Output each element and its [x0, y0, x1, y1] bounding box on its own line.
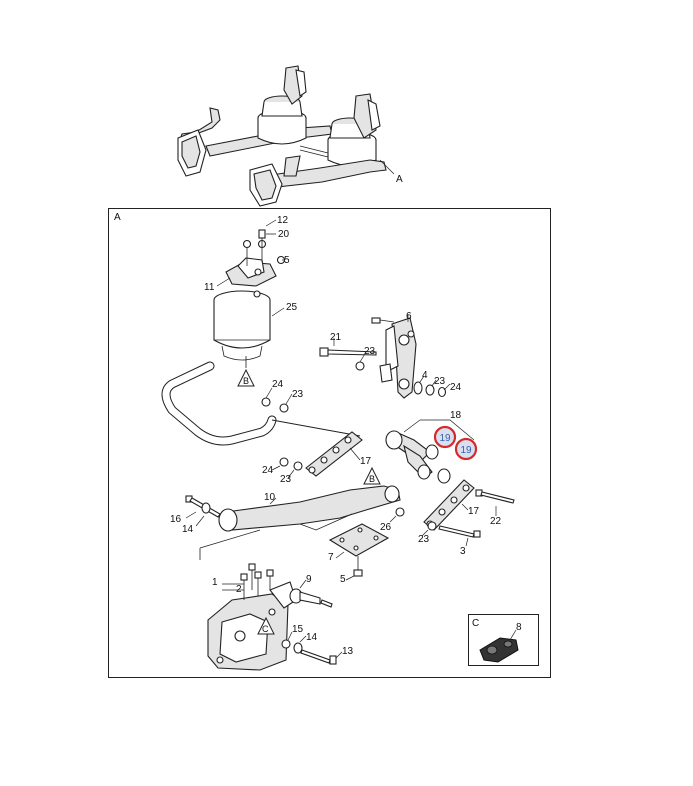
ref-label-b-lower: B	[369, 474, 375, 484]
callout-23-d: 23	[280, 474, 292, 485]
callout-5-b: 5	[340, 574, 346, 585]
highlight-19-a[interactable]: 19	[433, 425, 457, 449]
callout-21: 21	[330, 332, 342, 343]
callout-2: 2	[236, 584, 242, 595]
lower-control-arm-10	[218, 485, 401, 532]
bolt-22	[475, 489, 515, 504]
callout-24-a: 24	[450, 382, 462, 393]
overview-view-label: A	[396, 174, 403, 185]
callout-9: 9	[306, 574, 312, 585]
air-spring-25	[213, 290, 271, 361]
ref-triangle-b-upper	[237, 368, 255, 387]
bushing-stack-4	[413, 381, 447, 398]
inset-view-label: C	[472, 618, 479, 629]
inset-c-frame	[468, 614, 539, 666]
callout-22: 22	[490, 516, 502, 527]
callout-5-top: 5	[284, 255, 290, 266]
stabilizer-link-17-left	[305, 431, 363, 477]
bolt-16-washer-14	[185, 495, 221, 518]
hanger-bracket-6	[371, 317, 417, 399]
callout-17-b: 17	[468, 506, 480, 517]
callout-15: 15	[292, 624, 304, 635]
nut-24-b	[261, 397, 271, 407]
stabilizer-bar	[161, 361, 361, 446]
callout-4: 4	[422, 370, 428, 381]
fastener-13-14-15	[281, 639, 337, 665]
callout-6: 6	[406, 311, 412, 322]
detail-frame	[108, 208, 551, 678]
callout-16: 16	[170, 514, 182, 525]
callout-23-b: 23	[434, 376, 446, 387]
callout-11: 11	[204, 282, 215, 293]
nut-26	[395, 507, 405, 517]
ref-triangle-b-lower	[363, 466, 381, 485]
air-spring-mount-11	[225, 229, 286, 287]
bushing-9	[289, 588, 333, 608]
bolt-21	[319, 347, 377, 357]
part-8	[479, 637, 519, 663]
callout-13: 13	[342, 646, 354, 657]
callout-18: 18	[450, 410, 462, 421]
callout-8: 8	[516, 622, 522, 633]
nut-23-c	[279, 403, 289, 413]
stabilizer-link-17-right	[423, 468, 475, 531]
nut-24-c	[279, 457, 289, 467]
callout-23-e: 23	[418, 534, 430, 545]
callout-24-b: 24	[272, 379, 284, 390]
callout-20: 20	[278, 229, 290, 240]
plate-7	[328, 523, 390, 577]
callout-26: 26	[380, 522, 392, 533]
callout-23-c: 23	[292, 389, 304, 400]
torque-rod-18	[385, 430, 439, 480]
callout-7: 7	[328, 552, 334, 563]
ref-label-b-upper: B	[243, 376, 249, 386]
callout-25: 25	[286, 302, 298, 313]
callout-14-a: 14	[182, 524, 194, 535]
callout-19-b: 19	[460, 445, 472, 456]
callout-12: 12	[277, 215, 289, 226]
ref-label-c: C	[262, 624, 269, 634]
bolt-3-nut-23	[427, 521, 481, 538]
ref-triangle-c	[257, 616, 275, 635]
nut-23-a	[355, 361, 365, 371]
overview-assembly	[177, 65, 395, 207]
callout-14-b: 14	[306, 632, 318, 643]
callout-3: 3	[460, 546, 466, 557]
frame-bracket-1	[207, 563, 297, 671]
callout-17-a: 17	[360, 456, 372, 467]
callout-10: 10	[264, 492, 276, 503]
highlight-19-b[interactable]: 19	[454, 437, 478, 461]
main-view-label: A	[114, 212, 121, 223]
callout-23-a: 23	[364, 346, 376, 357]
callout-19-a: 19	[439, 433, 451, 444]
callout-1: 1	[212, 577, 218, 588]
nut-23-d	[293, 461, 303, 471]
callout-24-c: 24	[262, 465, 274, 476]
